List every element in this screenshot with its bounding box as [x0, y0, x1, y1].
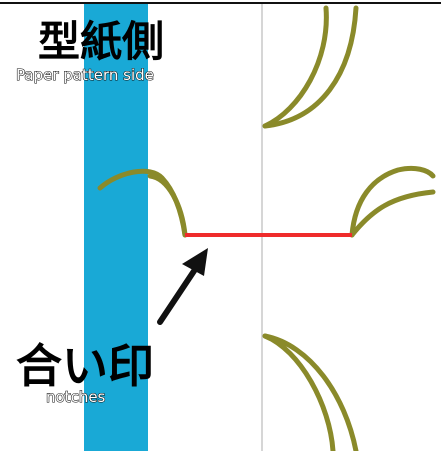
notches-label-en: notches: [46, 388, 106, 406]
curve-left-hook: [97, 168, 188, 238]
arrow-icon: [157, 248, 208, 325]
notches-label-jp: 合い印: [16, 339, 154, 393]
curve-lower-right: [262, 333, 359, 451]
paper-side-label-en: Paper pattern side: [16, 66, 154, 84]
pattern-edge-strip: [84, 4, 148, 451]
curve-upper-right: [262, 5, 359, 129]
paper-side-label-jp: 型紙側: [38, 17, 164, 66]
curve-right-hook: [349, 165, 436, 238]
